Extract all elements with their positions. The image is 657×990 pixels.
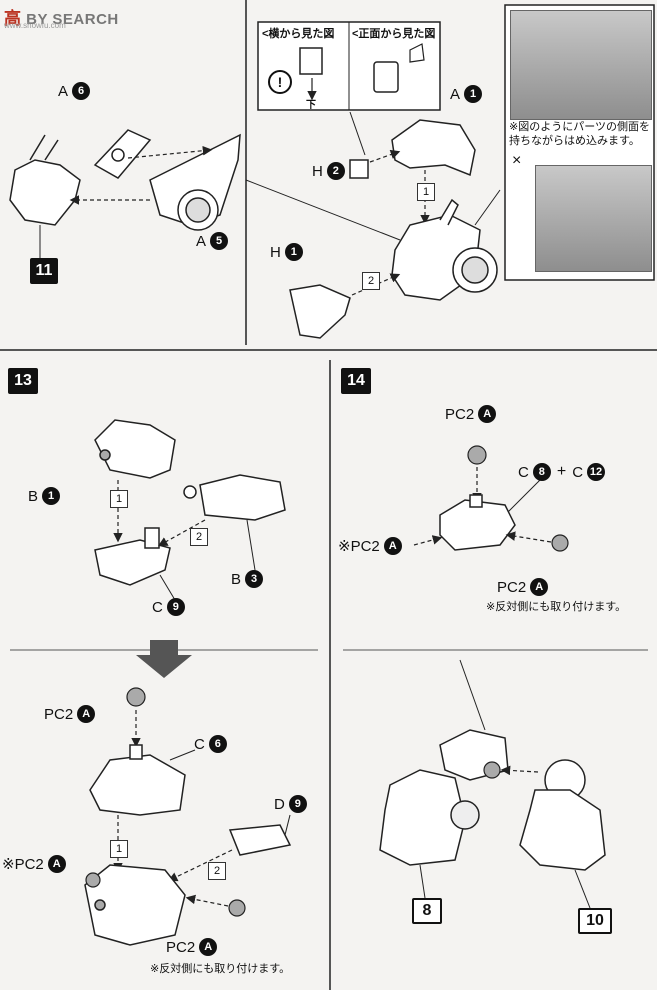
part-c8-c12 (439, 494, 516, 551)
part-h2 (349, 159, 369, 179)
part-11-body (9, 134, 81, 226)
note-13: ※反対側にも取り付けます。 (150, 963, 291, 975)
seq-2-top: 2 (362, 272, 380, 290)
photo-correct (510, 10, 652, 120)
down-label: 下 (306, 100, 316, 111)
part-c6 (89, 744, 186, 816)
pc2-cap-left (85, 872, 101, 888)
photo-note-line1: ※図のようにパーツの側面を (509, 121, 650, 133)
view-front-label: <正面から見た図 (352, 28, 436, 40)
pc2-cap-14-lower (483, 761, 501, 779)
badge-10: 10 (578, 908, 612, 934)
badge-8: 8 (412, 898, 442, 924)
part-lower-body (84, 864, 186, 946)
seq-1-top: 1 (417, 183, 435, 201)
seq-1-13: 1 (110, 490, 128, 508)
pc2-cap-top (126, 687, 146, 707)
seq-2-13: 2 (190, 528, 208, 546)
part-a5-leg (149, 133, 241, 231)
part-a6-plate (93, 129, 152, 179)
watermark-url: www.showfu.com (4, 21, 66, 30)
step-14-badge: 14 (341, 368, 371, 394)
watermark-logo: 高 BY SEARCH (4, 4, 119, 29)
part-8-assembly (379, 729, 509, 866)
part-b1 (94, 419, 176, 479)
pc2-cap-right (228, 899, 246, 917)
pc2-cap-14-right (551, 534, 569, 552)
seq-1-13-lower: 1 (110, 840, 128, 858)
watermark-mark: 高 (4, 9, 22, 28)
pc2-cap-14-top (467, 445, 487, 465)
part-h1-guard (289, 284, 351, 339)
seq-2-13-lower: 2 (208, 862, 226, 880)
part-d9 (228, 824, 292, 856)
step-13-badge: 13 (8, 368, 38, 394)
view-side-label: <横から見た図 (262, 28, 335, 40)
next-step-arrow (136, 640, 192, 678)
step-11-badge: 11 (30, 258, 58, 284)
photo-wrong (535, 165, 652, 272)
photo-note-line2: 持ちながらはめ込みます。 (509, 135, 640, 147)
watermark-text: BY SEARCH (26, 11, 119, 28)
part-b3 (183, 474, 286, 521)
part-10-assembly (519, 759, 606, 871)
x-mark: × (512, 152, 522, 169)
part-c9 (94, 527, 171, 586)
part-head-assembly (391, 198, 498, 301)
note-14: ※反対側にも取り付けます。 (486, 601, 627, 613)
part-a1-visor (391, 119, 476, 177)
caution-icon: ! (268, 70, 292, 94)
